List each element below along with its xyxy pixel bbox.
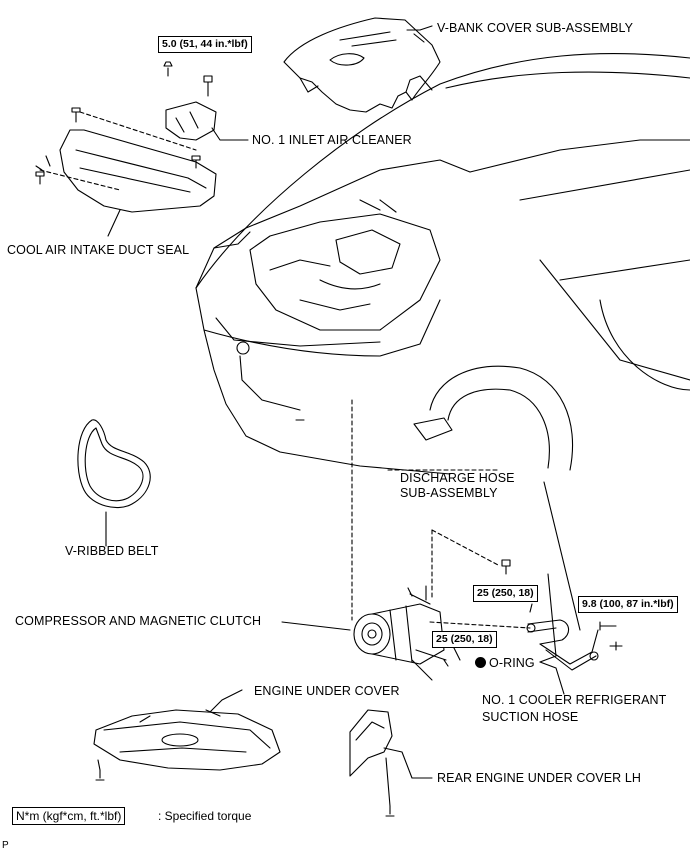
refrigerant-hoses <box>526 481 623 671</box>
cool-air-duct-seal-part <box>35 107 217 213</box>
legend-torque-text: : Specified torque <box>158 809 252 823</box>
inlet-air-cleaner-part <box>163 61 217 141</box>
rear-under-cover-part <box>349 709 395 817</box>
v-ribbed-belt-part <box>77 419 151 547</box>
engine-under-cover-part <box>93 709 281 781</box>
rear-under-cover-label: REAR ENGINE UNDER COVER LH <box>437 771 642 785</box>
v-ribbed-belt-label: V-RIBBED BELT <box>65 544 159 558</box>
assembly-guide-lines <box>39 111 531 629</box>
compressor-label: COMPRESSOR AND MAGNETIC CLUTCH <box>15 614 262 628</box>
o-ring-label: O-RING <box>475 656 535 671</box>
vehicle-body-outline <box>195 52 690 475</box>
legend-torque-box: N*m (kgf*cm, ft.*lbf) <box>12 807 126 825</box>
inlet-air-cleaner-label: NO. 1 INLET AIR CLEANER <box>252 133 412 147</box>
engine-under-cover-label: ENGINE UNDER COVER <box>254 684 400 698</box>
leader-lines <box>107 25 565 779</box>
compressor-torque-lower: 25 (250, 18) <box>432 631 497 648</box>
compressor-bolt-upper <box>501 559 511 575</box>
inlet-torque-spec: 5.0 (51, 44 in.*lbf) <box>158 36 252 53</box>
figure-mark: P <box>2 840 9 851</box>
o-ring-marker-icon <box>475 657 486 668</box>
hose-bolt-torque-spec: 9.8 (100, 87 in.*lbf) <box>578 596 678 613</box>
v-bank-cover-label: V-BANK COVER SUB-ASSEMBLY <box>437 21 634 35</box>
v-bank-cover-part <box>283 17 441 113</box>
suction-hose-label-2: SUCTION HOSE <box>482 710 579 724</box>
discharge-hose-label-2: SUB-ASSEMBLY <box>400 486 498 500</box>
discharge-hose-label-1: DISCHARGE HOSE <box>400 471 515 485</box>
compressor-torque-upper: 25 (250, 18) <box>473 585 538 602</box>
suction-hose-label-1: NO. 1 COOLER REFRIGERANT <box>482 693 667 707</box>
cool-air-duct-seal-label: COOL AIR INTAKE DUCT SEAL <box>7 243 190 257</box>
